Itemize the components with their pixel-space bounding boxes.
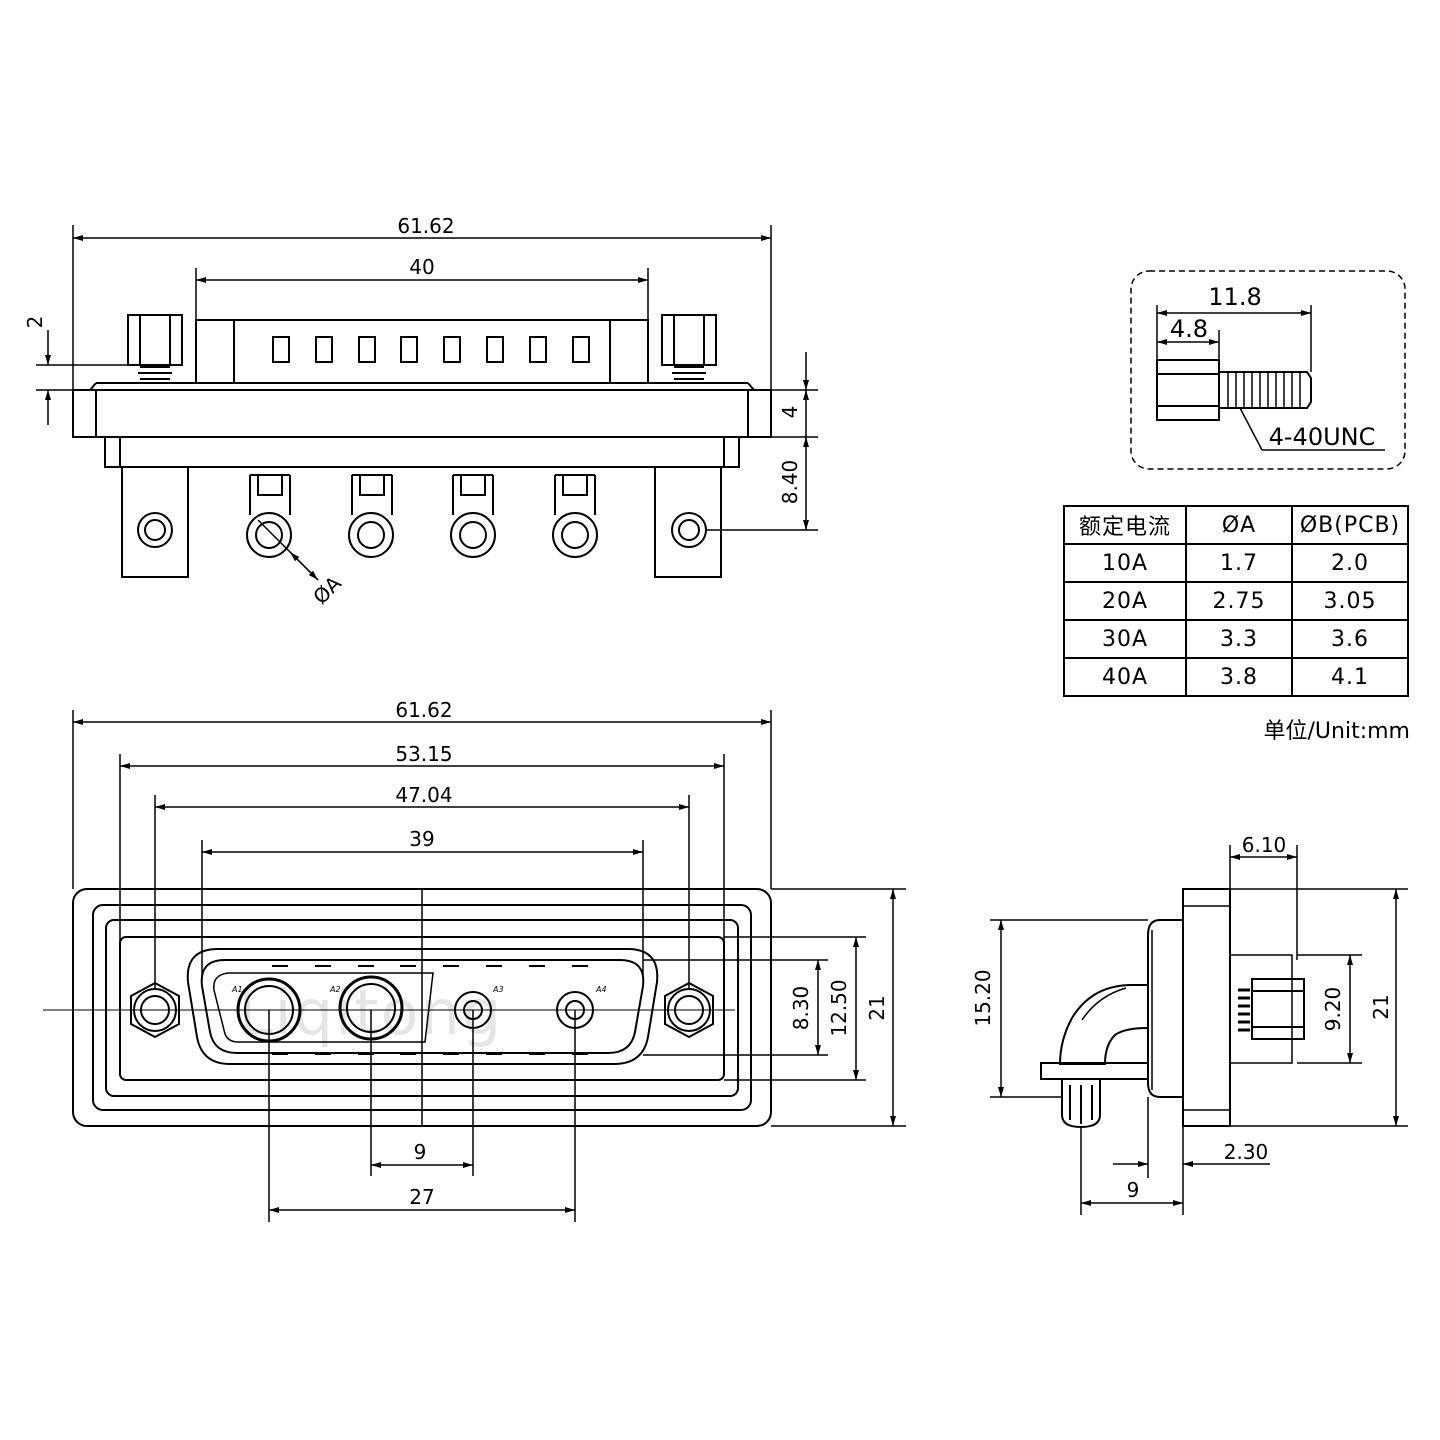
pin-label-a1: A1 [231, 985, 243, 994]
table-row: 30A 3.3 3.6 [1063, 619, 1409, 659]
side-pcb [1040, 1062, 1149, 1080]
spec-table-header: 额定电流 ØA ØB(PCB) [1063, 505, 1409, 545]
dim-front-overall: 61.62 [395, 698, 452, 722]
right-jackscrew [661, 314, 717, 380]
cell-dia-b: 2.0 [1291, 543, 1409, 583]
cell-dia-b: 4.1 [1291, 657, 1409, 697]
cell-dia-a: 3.8 [1185, 657, 1293, 697]
header-dia-b: ØB(PCB) [1291, 505, 1409, 545]
label-thread: 4-40UNC [1269, 423, 1376, 451]
cell-dia-b: 3.05 [1291, 581, 1409, 621]
dim-insert-height: 8.30 [789, 986, 813, 1031]
side-shell [1147, 919, 1183, 1098]
cell-current: 20A [1063, 581, 1187, 621]
cell-current: 40A [1063, 657, 1187, 697]
cell-dia-b: 3.6 [1291, 619, 1409, 659]
pin-label-a2: A2 [329, 985, 341, 994]
left-jackscrew [127, 314, 183, 380]
dim-side-depth: 6.10 [1242, 833, 1287, 857]
dim-top-screw-gap: 2 [23, 316, 47, 329]
dim-top-tail: 8.40 [778, 460, 802, 505]
cell-current: 10A [1063, 543, 1187, 583]
spec-table: 额定电流 ØA ØB(PCB) 10A 1.7 2.0 20A 2.75 3.0… [1063, 505, 1409, 697]
dim-pin-span: 27 [409, 1185, 434, 1209]
watermark: Liqitong [238, 976, 504, 1049]
cell-dia-a: 3.3 [1185, 619, 1293, 659]
side-flange [1182, 888, 1231, 1127]
pin-label-a4: A4 [595, 985, 607, 994]
dim-screw-total: 11.8 [1208, 283, 1261, 311]
screw-detail-dimensions [1156, 305, 1385, 451]
table-row: 10A 1.7 2.0 [1063, 543, 1409, 583]
dim-side-flange-thickness: 2.30 [1224, 1140, 1269, 1164]
side-hex-nut [1251, 978, 1305, 1040]
table-row: 40A 3.8 4.1 [1063, 657, 1409, 697]
side-view-dimensions [990, 845, 1408, 1215]
top-view-dimensions [36, 225, 818, 531]
dim-front-shell: 47.04 [395, 783, 452, 807]
top-view [72, 314, 772, 581]
pin-label-a3: A3 [492, 985, 504, 994]
dim-shell-height: 12.50 [827, 979, 851, 1036]
dim-screw-head: 4.8 [1170, 315, 1208, 343]
dim-side-height: 21 [1369, 994, 1393, 1019]
unit-note: 单位/Unit:mm [1263, 719, 1410, 744]
side-view [1040, 888, 1305, 1129]
header-dia-a: ØA [1185, 505, 1293, 545]
dim-side-body-height: 15.20 [971, 969, 995, 1026]
dim-front-mount: 53.15 [395, 742, 452, 766]
header-rated-current: 额定电流 [1063, 505, 1187, 545]
dim-front-insert: 39 [409, 827, 434, 851]
table-row: 20A 2.75 3.05 [1063, 581, 1409, 621]
cell-current: 30A [1063, 619, 1187, 659]
right-mount-tab [654, 466, 722, 578]
d-shell-inner [200, 959, 645, 1054]
left-mount-tab [121, 466, 189, 578]
side-elbow-contact [1058, 984, 1149, 1065]
dim-top-inner: 40 [409, 255, 434, 279]
front-view-dimensions [43, 710, 906, 1222]
dim-side-screw-height: 9.20 [1321, 987, 1345, 1032]
dim-top-overall: 61.62 [397, 214, 454, 238]
dim-front-height: 21 [865, 995, 889, 1020]
top-insert [195, 319, 649, 384]
dim-side-tail: 9 [1127, 1178, 1140, 1202]
dim-top-flange: 4 [778, 406, 802, 419]
solder-cups [246, 474, 598, 558]
contact-slots [272, 336, 590, 363]
d-shell-outer [186, 948, 659, 1065]
screw-detail [1130, 270, 1406, 470]
top-flange [72, 389, 772, 438]
cell-dia-a: 2.75 [1185, 581, 1293, 621]
dim-pin-pitch: 9 [414, 1140, 427, 1164]
cell-dia-a: 1.7 [1185, 543, 1293, 583]
